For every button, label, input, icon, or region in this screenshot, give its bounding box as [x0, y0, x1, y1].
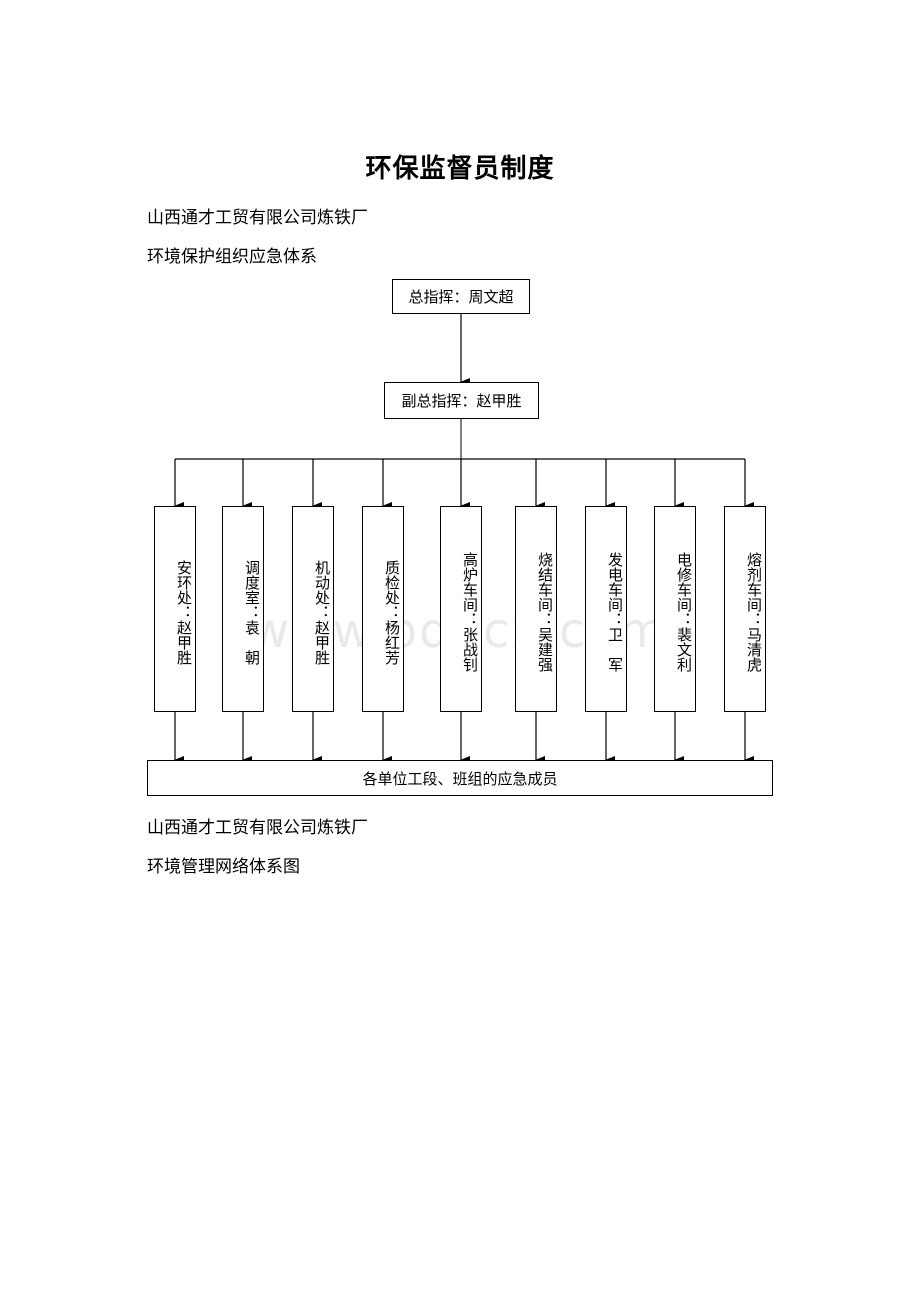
commander-box: 总指挥：周文超	[392, 279, 530, 314]
unit-box-zhijian: 质检处：杨红芳	[362, 506, 404, 712]
unit-label: 熔剂车间：马清虎	[745, 552, 763, 672]
unit-box-diaodu: 调度室：袁 朝	[222, 506, 264, 712]
page-title: 环保监督员制度	[365, 154, 555, 184]
unit-label: 安环处：赵甲胜	[175, 559, 193, 665]
emergency-members-box: 各单位工段、班组的应急成员	[147, 760, 773, 796]
unit-label: 调度室：袁 朝	[243, 559, 261, 665]
deputy-commander-box: 副总指挥：赵甲胜	[384, 382, 539, 419]
unit-label: 发电车间：卫 军	[606, 552, 624, 672]
unit-label: 电修车间：裴文利	[675, 552, 693, 672]
emergency-members-label: 各单位工段、班组的应急成员	[362, 769, 558, 788]
commander-label: 总指挥：周文超	[408, 288, 514, 306]
unit-box-anhuan: 安环处：赵甲胜	[154, 506, 196, 712]
unit-box-jidong: 机动处：赵甲胜	[292, 506, 334, 712]
unit-box-shaojie: 烧结车间：吴建强	[515, 506, 557, 712]
section-subtitle-1: 环境保护组织应急体系	[147, 247, 317, 267]
unit-label: 机动处：赵甲胜	[313, 559, 331, 665]
section-subtitle-2: 环境管理网络体系图	[147, 857, 300, 877]
company-name-2: 山西通才工贸有限公司炼铁厂	[147, 818, 368, 838]
company-name-1: 山西通才工贸有限公司炼铁厂	[147, 208, 368, 228]
unit-box-gaolu: 高炉车间：张战钊	[440, 506, 482, 712]
deputy-commander-label: 副总指挥：赵甲胜	[401, 392, 522, 410]
unit-label: 质检处：杨红芳	[383, 559, 401, 665]
unit-box-rongji: 熔剂车间：马清虎	[724, 506, 766, 712]
unit-label: 高炉车间：张战钊	[461, 552, 479, 672]
unit-box-dianxiu: 电修车间：裴文利	[654, 506, 696, 712]
unit-box-fadian: 发电车间：卫 军	[585, 506, 627, 712]
unit-label: 烧结车间：吴建强	[536, 552, 554, 672]
